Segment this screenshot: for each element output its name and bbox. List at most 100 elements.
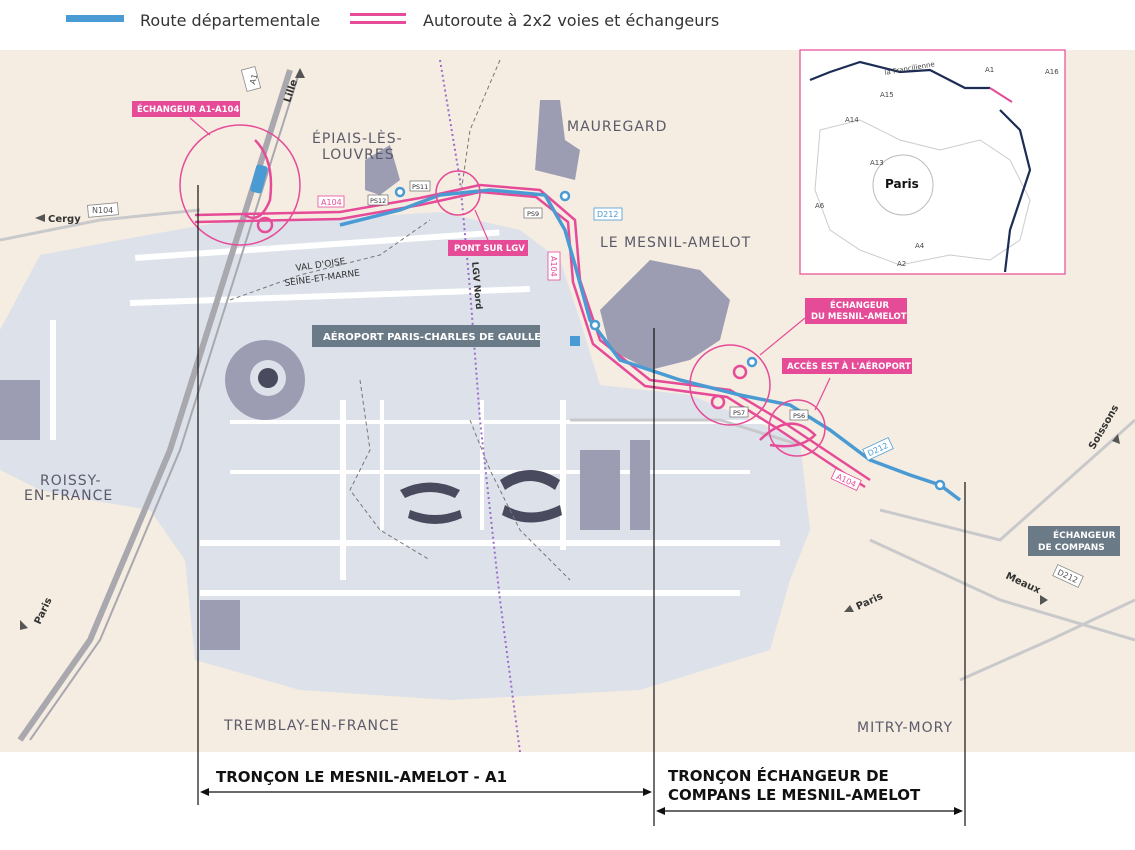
town-tremblay: TREMBLAY-EN-FRANCE	[223, 718, 400, 734]
taxiway-4	[230, 420, 770, 424]
tag-a104-2	[547, 251, 561, 281]
compans-label-1: ÉCHANGEUR	[1053, 529, 1116, 541]
road-soissons	[879, 418, 1135, 542]
legend: Route départementale Autoroute à 2x2 voi…	[66, 11, 719, 30]
runway-1	[135, 229, 500, 261]
town-roissy-1: ROISSY-	[40, 473, 102, 489]
tag-a104-1-text: A104	[321, 198, 342, 207]
inset-city: Paris	[885, 177, 919, 191]
interchange-loops	[244, 139, 817, 448]
tag-d212-1-text: D212	[597, 210, 618, 219]
taxiway-6	[380, 400, 384, 530]
tag-ps6-text: PS6	[793, 412, 805, 420]
inset-r3: A15	[880, 91, 894, 99]
compans-label-2: DE COMPANS	[1038, 543, 1105, 553]
inset-a104-link	[989, 87, 1013, 103]
callout-circle-a1-a104	[179, 124, 301, 246]
inset-francilienne-east	[999, 109, 1032, 273]
arrow-lille	[295, 68, 305, 78]
terminal-block-1	[580, 450, 620, 530]
a1-carriageway-2	[29, 69, 301, 741]
terminal-2-pier-4	[502, 505, 562, 523]
compans-label-box	[1028, 526, 1120, 556]
callout-circle-mesnil	[689, 344, 771, 426]
roundabout-d212-north	[559, 190, 571, 202]
inset-communes	[814, 119, 1031, 266]
callout-circle-acces-est	[768, 399, 826, 457]
tag-a104-1	[317, 195, 345, 208]
callout-acces-est	[782, 358, 912, 374]
town-epiais-2: LOUVRES	[322, 147, 395, 163]
inset-frame	[799, 49, 1066, 275]
legend-departmental-label: Route départementale	[140, 11, 320, 30]
callout-pont-lgv-text: PONT SUR LGV	[454, 244, 525, 254]
section-2-arrow-right	[954, 807, 963, 815]
commune-boundary-1	[349, 379, 431, 561]
inset-r7: A4	[915, 242, 925, 250]
callout-pont-lgv	[448, 240, 528, 256]
legend-highway-label: Autoroute à 2x2 voies et échangeurs	[423, 11, 719, 30]
tag-ps6	[789, 409, 809, 421]
legend-highway-swatch-bottom	[350, 21, 406, 24]
tag-d212-2	[862, 437, 894, 461]
roundabout-mesnil	[589, 319, 601, 331]
inset-r6: A6	[815, 202, 825, 210]
a1-carriageway-1	[17, 69, 293, 742]
roundabout-compans	[934, 479, 946, 491]
legend-departmental-swatch	[66, 15, 124, 22]
callout-circles	[179, 124, 826, 457]
acces-est-loop	[759, 422, 817, 448]
inset-r4: A14	[845, 116, 859, 124]
basin-2	[570, 336, 580, 346]
section-2-label-2: COMPANS LE MESNIL-AMELOT	[668, 786, 921, 804]
taxiway-1	[50, 320, 56, 440]
taxiway-3	[560, 400, 566, 550]
taxiway-5	[230, 470, 750, 474]
airport-label: AÉROPORT PARIS-CHARLES DE GAULLE	[323, 330, 541, 343]
tag-ps9	[523, 207, 543, 219]
airport-zone	[0, 212, 810, 700]
terminal-1-core	[258, 368, 278, 388]
roundabouts	[394, 186, 946, 491]
tag-a1	[240, 66, 262, 92]
arrow-paris-south	[844, 605, 854, 612]
terminal-2	[400, 470, 562, 524]
inset-r1: A1	[985, 66, 994, 74]
town-names: ÉPIAIS-LÈS- LOUVRES MAUREGARD LE MESNIL-…	[24, 119, 952, 736]
callout-a1-a104-text: ÉCHANGEUR A1-A104	[137, 103, 239, 115]
tag-ps9-text: PS9	[527, 210, 539, 218]
tag-ps12	[367, 194, 389, 206]
section-1-arrow-left	[200, 788, 209, 796]
road-west	[0, 208, 201, 242]
arrow-cergy	[35, 214, 45, 222]
lgv-nord-line	[439, 59, 521, 753]
leader-lgv	[474, 209, 489, 241]
lgv-label: LGV Nord	[469, 261, 483, 310]
mauregard-area	[535, 100, 580, 180]
road-east	[570, 418, 801, 447]
terminal-2-pier-3	[500, 470, 560, 490]
cargo-area	[200, 600, 240, 650]
tag-d212-3	[1052, 564, 1084, 588]
section-2-arrow-left	[656, 807, 665, 815]
callout-acces-est-text: ACCÈS EST À L'AÉROPORT	[787, 360, 911, 372]
taxiway-2	[340, 400, 346, 580]
arrow-meaux	[1040, 595, 1048, 605]
leader-mesnil	[759, 317, 806, 356]
mesnil-area	[600, 260, 730, 370]
tag-n104-text: N104	[92, 206, 113, 215]
roissy-area	[0, 380, 40, 440]
tag-ps12-text: PS12	[370, 197, 386, 205]
roundabout-ps12	[394, 186, 406, 198]
road-south-east	[869, 538, 1135, 642]
arrow-soissons	[1112, 434, 1120, 444]
tag-a1-text: A1	[248, 73, 259, 86]
dir-cergy: Cergy	[48, 214, 81, 225]
inset-paris-ring	[872, 154, 934, 216]
leader-a1-a104	[189, 117, 211, 136]
inset-r2: A16	[1045, 68, 1059, 76]
town-epiais-1: ÉPIAIS-LÈS-	[312, 130, 403, 147]
inset-map: Paris la Francilienne A1 A16 A15 A14 A13…	[799, 49, 1066, 275]
a1-a104-loop-1	[244, 139, 273, 220]
